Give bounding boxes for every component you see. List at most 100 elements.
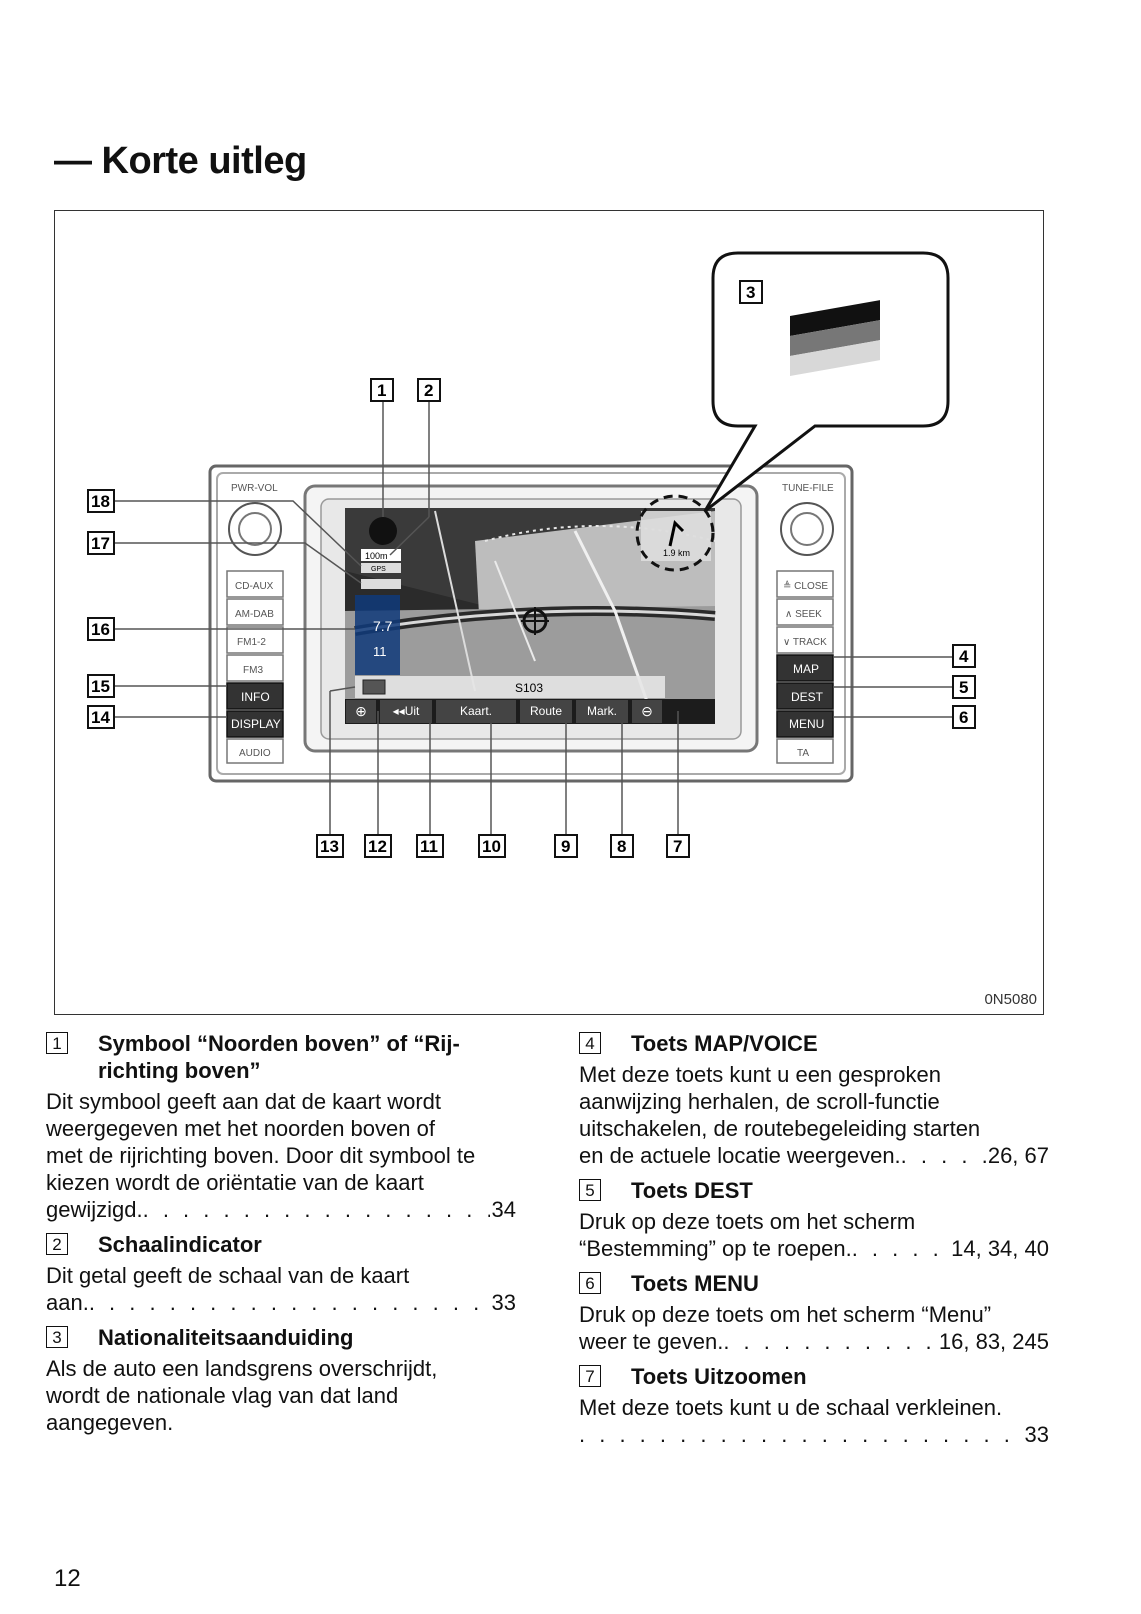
item-number: 1 bbox=[46, 1032, 68, 1054]
callout-7: 7 bbox=[666, 834, 690, 858]
left-button-column: CD-AUX AM-DAB FM1-2 FM3 INFO DISPLAY AUD… bbox=[226, 570, 284, 764]
callout-2: 2 bbox=[417, 378, 441, 402]
item-title: Toets MAP/VOICE bbox=[631, 1031, 818, 1056]
route-button: Route bbox=[520, 700, 572, 723]
callout-numbers: 1 2 3 4 5 6 7 8 9 10 11 12 13 14 15 16 1… bbox=[87, 280, 976, 858]
page-title: — Korte uitleg bbox=[54, 140, 307, 182]
item-number: 2 bbox=[46, 1233, 68, 1255]
page-number: 12 bbox=[54, 1565, 81, 1592]
callout-11: 11 bbox=[416, 834, 444, 858]
callout-16: 16 bbox=[87, 617, 115, 641]
item-title: Toets DEST bbox=[631, 1178, 753, 1203]
svg-text:11: 11 bbox=[373, 644, 387, 659]
zoom-in-button: ⊕ bbox=[346, 700, 376, 723]
svg-text:∧ SEEK: ∧ SEEK bbox=[785, 609, 822, 620]
svg-text:2: 2 bbox=[424, 381, 433, 400]
item-body: Druk op deze toets om het scherm “Menu” … bbox=[579, 1301, 1049, 1355]
mark-button: Mark. bbox=[576, 700, 628, 723]
svg-text:FM3: FM3 bbox=[243, 665, 263, 676]
callout-6: 6 bbox=[952, 705, 976, 729]
map-screen: 100m GPS 7.7 11 S103 1.9 km bbox=[345, 494, 716, 725]
north-up-symbol bbox=[369, 517, 397, 545]
callout-12: 12 bbox=[364, 834, 392, 858]
callout-4: 4 bbox=[952, 644, 976, 668]
item-number: 7 bbox=[579, 1365, 601, 1387]
svg-text:4: 4 bbox=[959, 647, 969, 666]
page-reference: 33 bbox=[491, 1290, 516, 1315]
svg-text:FM1-2: FM1-2 bbox=[237, 637, 266, 648]
info-panel bbox=[355, 595, 400, 675]
tune-file-label: TUNE-FILE bbox=[782, 483, 834, 494]
navigation-unit-figure: 100m GPS 7.7 11 S103 1.9 km bbox=[54, 210, 1044, 1015]
item-number: 5 bbox=[579, 1179, 601, 1201]
left-column: 1 Symbool “Noorden boven” of “Rij-richti… bbox=[46, 1030, 516, 1444]
svg-text:MAP: MAP bbox=[793, 662, 819, 676]
item-2: 2 Schaalindicator Dit getal geeft de sch… bbox=[46, 1231, 516, 1316]
map-options-button: Kaart. bbox=[436, 700, 516, 723]
page-reference: 16, 83, 245 bbox=[938, 1329, 1049, 1354]
turn-indicator bbox=[641, 511, 711, 561]
screen-buttons: ⊕ ◂◂Uit Kaart. Route Mark. ⊖ bbox=[346, 700, 714, 723]
item-title: Symbool “Noorden boven” of “Rij-richting… bbox=[98, 1031, 460, 1083]
svg-text:18: 18 bbox=[91, 492, 110, 511]
callout-15: 15 bbox=[87, 674, 115, 698]
nationality-flag-icon bbox=[790, 300, 880, 376]
svg-text:9: 9 bbox=[561, 837, 570, 856]
exit-button: ◂◂Uit bbox=[380, 700, 432, 723]
item-number: 6 bbox=[579, 1272, 601, 1294]
callout-14: 14 bbox=[87, 705, 115, 729]
page-reference: 33 bbox=[1024, 1422, 1049, 1447]
svg-text:INFO: INFO bbox=[241, 690, 270, 704]
callout-1: 1 bbox=[370, 378, 394, 402]
item-body: Met deze toets kunt u de schaal verklein… bbox=[579, 1394, 1049, 1448]
pwr-vol-label: PWR-VOL bbox=[231, 483, 278, 494]
callout-13: 13 bbox=[316, 834, 344, 858]
right-button-column: ≜ CLOSE ∧ SEEK ∨ TRACK MAP DEST MENU TA bbox=[776, 570, 834, 764]
svg-text:7.7: 7.7 bbox=[373, 618, 393, 634]
right-column: 4 Toets MAP/VOICE Met deze toets kunt u … bbox=[579, 1030, 1049, 1456]
figure-code: 0N5080 bbox=[984, 991, 1037, 1008]
item-7: 7 Toets Uitzoomen Met deze toets kunt u … bbox=[579, 1363, 1049, 1448]
item-4: 4 Toets MAP/VOICE Met deze toets kunt u … bbox=[579, 1030, 1049, 1169]
distance-text: 1.9 km bbox=[663, 548, 690, 558]
item-number: 4 bbox=[579, 1032, 601, 1054]
svg-text:6: 6 bbox=[959, 708, 968, 727]
svg-text:≜ CLOSE: ≜ CLOSE bbox=[783, 580, 828, 592]
callout-3: 3 bbox=[739, 280, 763, 304]
svg-text:14: 14 bbox=[91, 708, 110, 727]
callout-5: 5 bbox=[952, 675, 976, 699]
item-body: Druk op deze toets om het scherm “Bestem… bbox=[579, 1208, 1049, 1262]
svg-text:13: 13 bbox=[320, 837, 339, 856]
svg-text:DISPLAY: DISPLAY bbox=[231, 717, 281, 731]
item-6: 6 Toets MENU Druk op deze toets om het s… bbox=[579, 1270, 1049, 1355]
svg-text:∨ TRACK: ∨ TRACK bbox=[783, 637, 827, 648]
svg-text:DEST: DEST bbox=[791, 690, 824, 704]
callout-9: 9 bbox=[554, 834, 578, 858]
svg-text:1: 1 bbox=[377, 381, 386, 400]
svg-text:7: 7 bbox=[673, 837, 682, 856]
page-reference: 14, 34, 40 bbox=[951, 1236, 1049, 1261]
item-body: Dit symbool geeft aan dat de kaart wordt… bbox=[46, 1088, 516, 1223]
callout-10: 10 bbox=[478, 834, 506, 858]
svg-text:15: 15 bbox=[91, 677, 110, 696]
svg-text:TA: TA bbox=[797, 748, 809, 759]
svg-text:16: 16 bbox=[91, 620, 110, 639]
svg-text:12: 12 bbox=[368, 837, 387, 856]
svg-text:17: 17 bbox=[91, 534, 110, 553]
leader-lines bbox=[115, 401, 955, 836]
svg-text:CD-AUX: CD-AUX bbox=[235, 581, 274, 592]
item-body: Als de auto een landsgrens overschrijdt,… bbox=[46, 1356, 438, 1435]
page-reference: 26, 67 bbox=[987, 1143, 1049, 1168]
scale-text: 100m bbox=[365, 551, 388, 561]
road-label: S103 bbox=[515, 681, 543, 695]
callout-18: 18 bbox=[87, 489, 115, 513]
svg-text:5: 5 bbox=[959, 678, 968, 697]
item-3: 3 Nationaliteitsaanduiding Als de auto e… bbox=[46, 1324, 516, 1436]
svg-text:AM-DAB: AM-DAB bbox=[235, 609, 274, 620]
scale-indicator bbox=[361, 549, 401, 561]
gps-text: GPS bbox=[371, 566, 386, 573]
item-5: 5 Toets DEST Druk op deze toets om het s… bbox=[579, 1177, 1049, 1262]
item-title: Schaalindicator bbox=[98, 1232, 262, 1257]
item-title: Nationaliteitsaanduiding bbox=[98, 1325, 354, 1350]
svg-text:10: 10 bbox=[482, 837, 501, 856]
